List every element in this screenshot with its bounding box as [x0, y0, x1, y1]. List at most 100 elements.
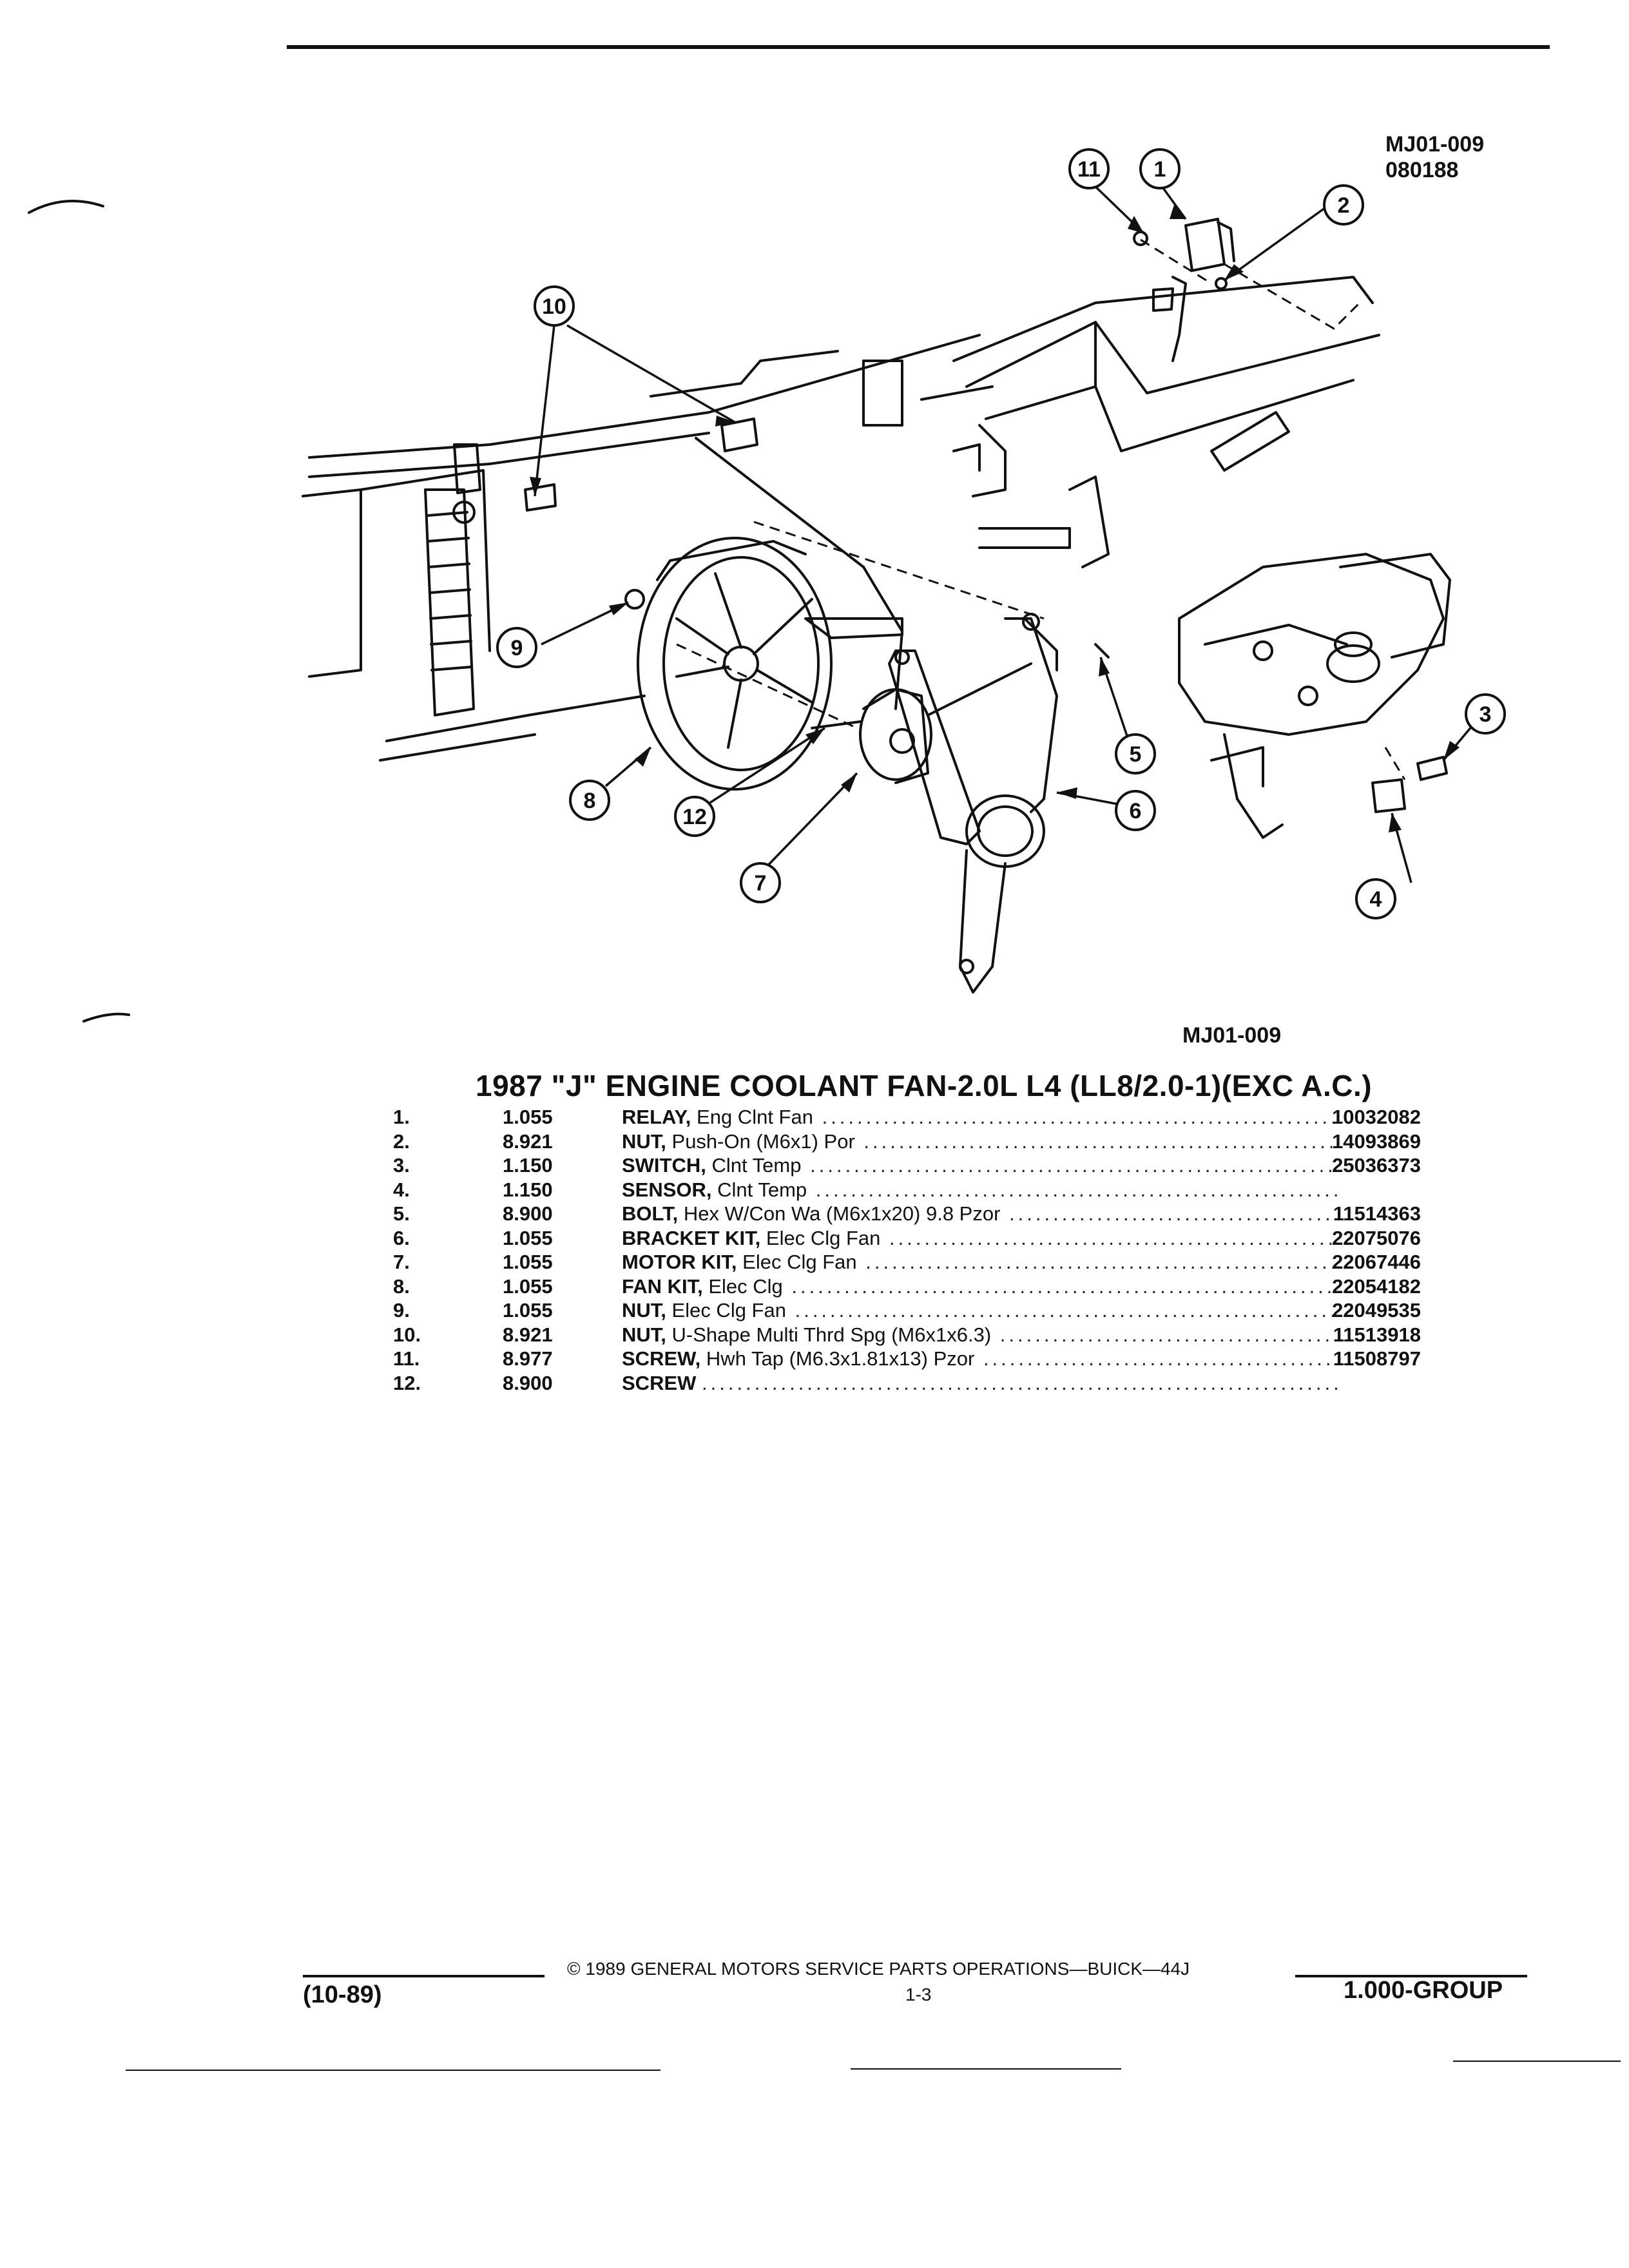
exploded-view-diagram: 1 11 2 10 3 4 5 6 7 8 9 12	[28, 148, 1506, 1023]
callout-label-10: 10	[542, 294, 566, 319]
leader-dots: ........................................…	[983, 1347, 1337, 1370]
part-description: SCREW ..................................…	[622, 1371, 1337, 1395]
part-description: BRACKET KIT, Elec Clg Fan ..............…	[622, 1226, 1337, 1250]
bolt-illustration	[1094, 643, 1110, 658]
group-number: 8.921	[503, 1129, 553, 1153]
part-detail: Push-On (M6x1) Por	[671, 1129, 855, 1153]
callout-label-7: 7	[755, 871, 767, 896]
part-number: 22075076	[1332, 1226, 1421, 1249]
leader-dots: ........................................…	[791, 1274, 1337, 1298]
callout-circle-7	[740, 862, 781, 903]
part-detail: Clnt Temp	[717, 1178, 807, 1201]
callout-label-3: 3	[1480, 702, 1492, 727]
callout-circle-9	[496, 627, 537, 668]
callout-circle-1	[1139, 148, 1181, 189]
callout-circle-8	[569, 780, 610, 821]
part-name: BOLT,	[622, 1202, 679, 1225]
figure-ref-code: MJ01-009	[1385, 132, 1485, 157]
group-number: 8.900	[503, 1371, 553, 1394]
callout-label-2: 2	[1338, 193, 1350, 218]
group-number: 1.055	[503, 1226, 553, 1249]
item-number: 12.	[393, 1371, 421, 1394]
part-number: 22067446	[1332, 1251, 1421, 1273]
callout-circle-3	[1465, 693, 1506, 735]
engine-illustration	[1178, 553, 1451, 839]
motor-illustration	[811, 688, 932, 784]
leader-dots: ........................................…	[702, 1371, 1337, 1394]
part-name: NUT,	[622, 1323, 666, 1346]
callout-circle-5	[1115, 733, 1156, 774]
parts-list-row: 9. 1.055 NUT, Elec Clg Fan ...............…	[393, 1298, 1489, 1323]
item-number: 5.	[393, 1202, 410, 1225]
callout-label-8: 8	[584, 789, 596, 813]
part-number: 25036373	[1332, 1154, 1421, 1177]
item-number: 9.	[393, 1299, 410, 1321]
group-label: 1.000-GROUP	[1344, 1977, 1503, 2004]
figure-caption: MJ01-009	[1182, 1023, 1282, 1048]
radiator-tank-illustration	[424, 443, 481, 716]
part-name: RELAY,	[622, 1106, 691, 1128]
item-number: 1.	[393, 1106, 410, 1128]
part-name: SCREW,	[622, 1347, 701, 1370]
part-detail: Elec Clg Fan	[742, 1251, 857, 1273]
part-name: FAN KIT,	[622, 1274, 703, 1298]
group-number: 1.055	[503, 1106, 553, 1128]
group-number: 8.977	[503, 1347, 553, 1370]
nut-illustration	[624, 589, 645, 610]
callout-circle-6	[1115, 790, 1156, 831]
part-description: SWITCH, Clnt Temp ......................…	[622, 1153, 1337, 1177]
callout-label-9: 9	[511, 636, 523, 660]
part-name: SWITCH,	[622, 1154, 706, 1177]
item-number: 7.	[393, 1251, 410, 1273]
item-number: 4.	[393, 1178, 410, 1201]
part-detail: U-Shape Multi Thrd Spg (M6x1x6.3)	[671, 1323, 992, 1346]
footer-rule-right	[1295, 1975, 1527, 1977]
part-detail: Elec Clg	[708, 1274, 783, 1298]
relay-illustration	[1133, 218, 1235, 362]
figure-ref-date: 080188	[1385, 158, 1459, 182]
callout-label-12: 12	[682, 805, 707, 829]
callout-label-6: 6	[1130, 799, 1142, 823]
part-number: 14093869	[1332, 1129, 1421, 1153]
part-detail: Clnt Temp	[711, 1154, 802, 1177]
part-detail: Hwh Tap (M6.3x1.81x13) Pzor	[706, 1347, 975, 1370]
group-number: 1.150	[503, 1178, 553, 1201]
leader-dots: ........................................…	[1009, 1202, 1337, 1225]
leader-dots: ........................................…	[822, 1106, 1337, 1128]
bottom-scan-line-right	[1453, 2061, 1621, 2062]
part-number: 22054182	[1332, 1274, 1421, 1298]
part-number: 10032082	[1332, 1106, 1421, 1128]
parts-list-row: 12. 8.900 SCREW ..........................…	[393, 1371, 1489, 1396]
leader-dots: ........................................…	[865, 1251, 1337, 1273]
bottom-scan-line-mid	[851, 2068, 1121, 2070]
part-name: NUT,	[622, 1129, 666, 1153]
parts-list-row: 11. 8.977 SCREW, Hwh Tap (M6.3x1.81x13) Pz…	[393, 1347, 1489, 1371]
leader-dots: ........................................…	[889, 1226, 1337, 1249]
item-number: 11.	[393, 1347, 420, 1370]
radiator-support-illustration	[302, 334, 981, 762]
u-nut-clips-illustration	[524, 418, 758, 512]
item-number: 2.	[393, 1129, 410, 1153]
part-detail: Elec Clg Fan	[671, 1299, 786, 1321]
callout-circle-10	[534, 285, 575, 327]
group-number: 1.055	[503, 1299, 553, 1321]
part-name: SCREW	[622, 1371, 697, 1394]
part-number: 11508797	[1333, 1347, 1421, 1370]
item-number: 8.	[393, 1274, 410, 1298]
copyright-line: © 1989 GENERAL MOTORS SERVICE PARTS OPER…	[567, 1959, 1190, 1979]
callout-label-1: 1	[1154, 157, 1166, 182]
body-panel-illustration	[920, 276, 1380, 568]
part-description: NUT, Elec Clg Fan ......................…	[622, 1298, 1337, 1322]
callout-label-5: 5	[1130, 742, 1142, 767]
part-name: SENSOR,	[622, 1178, 712, 1201]
part-description: SCREW, Hwh Tap (M6.3x1.81x13) Pzor .....…	[622, 1347, 1337, 1370]
part-number: 22049535	[1332, 1299, 1421, 1321]
part-description: NUT, U-Shape Multi Thrd Spg (M6x1x6.3) .…	[622, 1323, 1337, 1347]
